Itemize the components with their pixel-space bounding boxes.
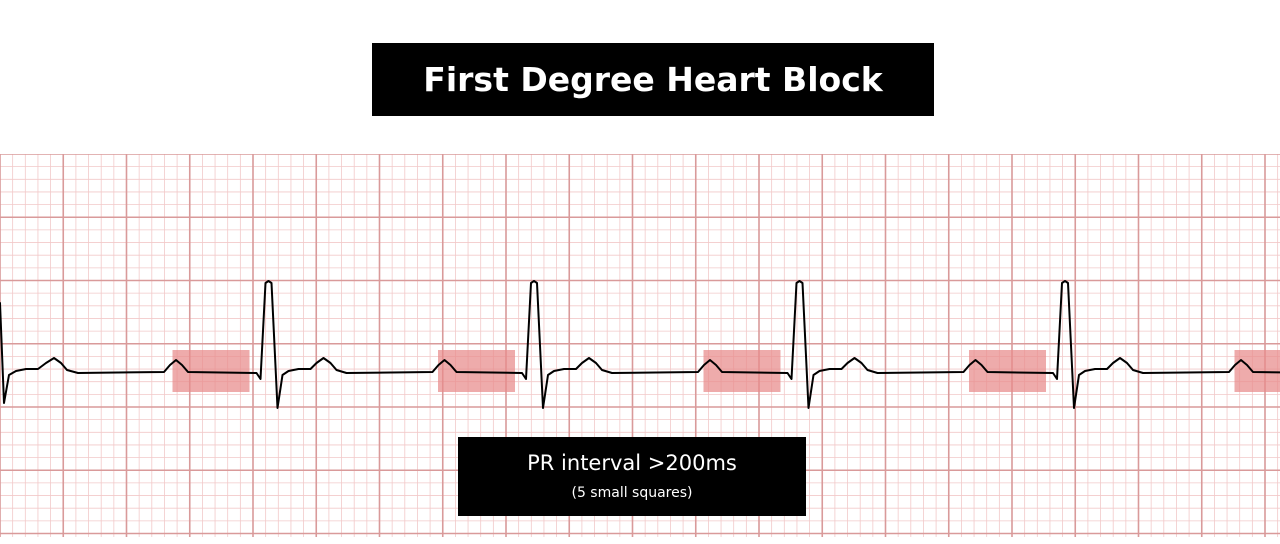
pr-interval-label: PR interval >200ms (5 small squares): [458, 437, 806, 516]
pr-interval-box: [969, 350, 1046, 392]
pr-interval-box: [703, 350, 781, 392]
pr-interval-text: PR interval >200ms: [527, 450, 737, 475]
diagram-title: First Degree Heart Block: [423, 60, 883, 99]
small-squares-note: (5 small squares): [571, 484, 693, 501]
pr-interval-highlights: [172, 350, 1280, 392]
pr-interval-box: [438, 350, 515, 392]
title-banner: First Degree Heart Block: [372, 43, 934, 116]
ecg-strip: [0, 154, 1280, 537]
pr-interval-box: [1234, 350, 1280, 392]
pr-interval-box: [172, 350, 250, 392]
ecg-trace: [0, 280, 1280, 409]
